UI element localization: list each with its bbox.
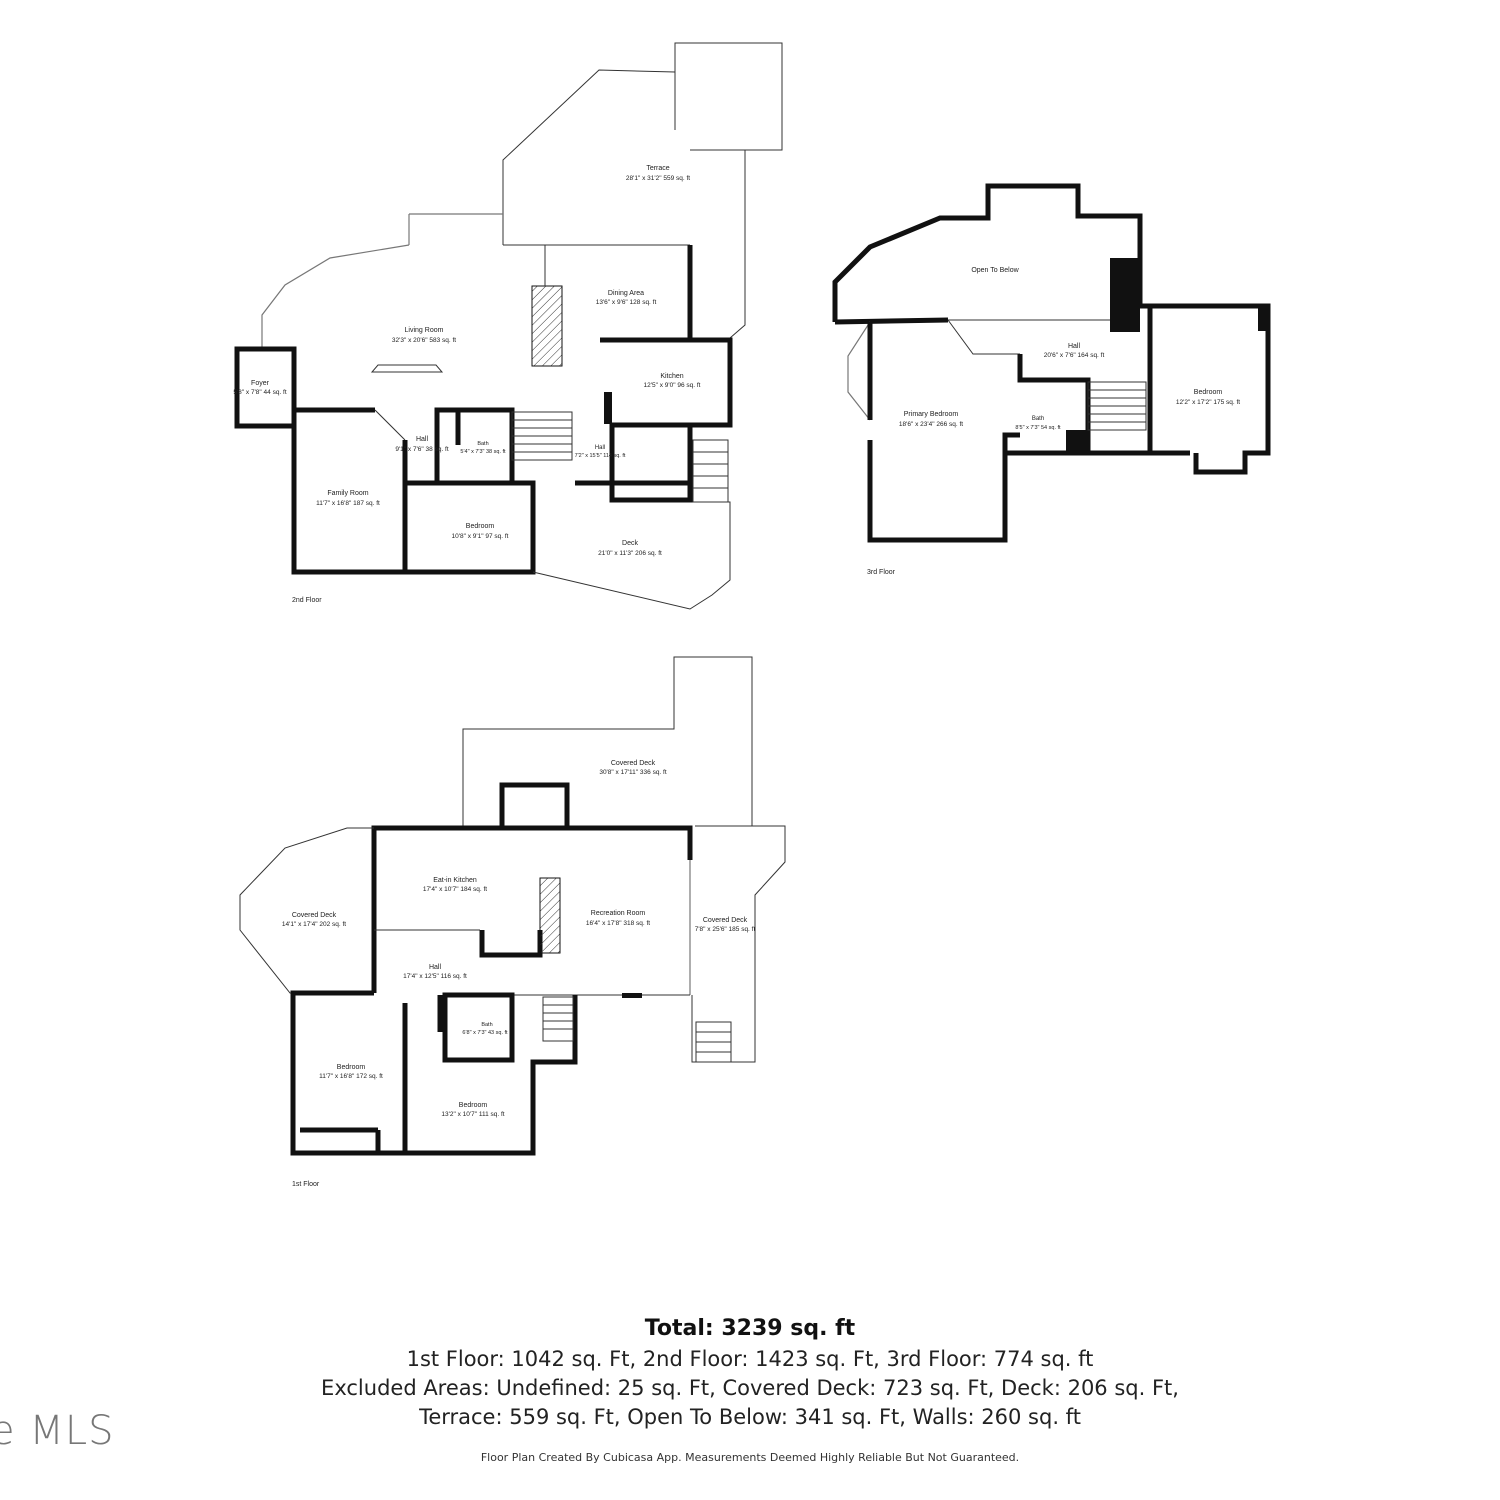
room-name-hall-2: Hall (595, 445, 605, 451)
room-name-covered-deck-right: Covered Deck (703, 917, 748, 924)
excluded-areas-continued: Terrace: 559 sq. Ft, Open To Below: 341 … (419, 1405, 1081, 1429)
room-name-living: Living Room (405, 327, 444, 334)
room-dims-eat-in-kitchen: 17'4" x 10'7" 184 sq. ft (423, 886, 487, 893)
room-name-bedroom-1st-a: Bedroom (337, 1064, 366, 1071)
mls-watermark: e MLS (0, 1408, 115, 1454)
room-name-hall-1st: Hall (429, 964, 442, 971)
room-name-bath: Bath (477, 441, 488, 447)
chimney (1110, 258, 1140, 332)
stairs-3rd (1087, 381, 1147, 431)
room-dims-deck: 21'0" x 11'3" 206 sq. ft (598, 550, 662, 557)
room-name-open-to-below: Open To Below (971, 267, 1019, 274)
room-dims-kitchen: 12'5" x 9'0" 96 sq. ft (644, 382, 701, 389)
room-dims-bedroom-3rd: 12'2" x 17'2" 175 sq. ft (1176, 399, 1240, 406)
room-dims-bath-1st: 6'8" x 7'3" 43 sq. ft (462, 1030, 508, 1036)
covered-deck-right-outline (691, 825, 786, 1063)
excluded-areas: Excluded Areas: Undefined: 25 sq. Ft, Co… (321, 1376, 1179, 1400)
room-dims-living: 32'3" x 20'6" 583 sq. ft (392, 337, 456, 344)
floor-label-1st: 1st Floor (292, 1181, 320, 1188)
room-name-primary-bedroom: Primary Bedroom (904, 411, 959, 418)
room-name-dining: Dining Area (608, 290, 644, 297)
room-name-covered-deck-top: Covered Deck (611, 760, 656, 767)
room-name-covered-deck-left: Covered Deck (292, 912, 337, 919)
room-name-eat-in-kitchen: Eat-in Kitchen (433, 877, 477, 884)
room-name-hall: Hall (416, 436, 429, 443)
second-floor-plan: 2nd Floor Terrace 28'1" x 31'2" 559 sq. … (233, 42, 783, 610)
room-dims-bath-3rd: 8'5" x 7'3" 54 sq. ft (1015, 425, 1061, 431)
room-name-deck: Deck (622, 540, 638, 547)
terrace-outline (674, 42, 783, 151)
bedroom-2nd-walls (405, 480, 536, 575)
floor-plan-drawing: 2nd Floor Terrace 28'1" x 31'2" 559 sq. … (233, 42, 1271, 1188)
room-dims-hall-1st: 17'4" x 12'5" 116 sq. ft (403, 973, 467, 980)
room-dims-covered-deck-right: 7'8" x 25'6" 185 sq. ft (695, 926, 756, 933)
room-name-family: Family Room (327, 490, 368, 497)
room-name-bath-3rd: Bath (1032, 416, 1044, 422)
room-dims-hall: 9'1" x 7'6" 38 sq. ft (395, 446, 449, 453)
total-area: Total: 3239 sq. ft (644, 1316, 856, 1341)
foyer-walls (234, 346, 297, 429)
room-name-kitchen: Kitchen (660, 373, 683, 380)
room-dims-hall-3rd: 20'6" x 7'6" 164 sq. ft (1044, 352, 1105, 359)
room-name-bath-1st: Bath (481, 1022, 492, 1028)
fireplace-1st (539, 877, 561, 954)
stairs-1st (542, 996, 574, 1042)
fireplace (531, 285, 563, 367)
room-dims-dining: 13'6" x 9'6" 128 sq. ft (596, 299, 657, 306)
room-name-bedroom-3rd: Bedroom (1194, 389, 1223, 396)
room-dims-primary-bedroom: 18'6" x 23'4" 266 sq. ft (899, 421, 963, 428)
open-to-below-outline (832, 183, 1143, 322)
living-room-bay-window (261, 244, 410, 348)
stairs-exterior-2nd (692, 439, 729, 503)
room-name-bedroom: Bedroom (466, 523, 495, 530)
third-floor-plan: 3rd Floor Open To Below Hall 20'6" x 7'6… (832, 183, 1271, 576)
room-name-bedroom-1st-b: Bedroom (459, 1102, 488, 1109)
covered-deck-left-outline (239, 827, 374, 994)
first-floor-plan: 1st Floor Covered Deck 30'8" x 17'11" 33… (239, 656, 786, 1188)
room-dims-family: 11'7" x 16'8" 187 sq. ft (316, 500, 380, 507)
room-dims-foyer: 5'8" x 7'8" 44 sq. ft (233, 389, 287, 396)
room-dims-bedroom-1st-a: 11'7" x 16'8" 172 sq. ft (319, 1073, 383, 1080)
room-dims-bath: 5'4" x 7'3" 38 sq. ft (460, 449, 506, 455)
disclaimer: Floor Plan Created By Cubicasa App. Meas… (480, 1451, 1020, 1464)
stairs-2nd (511, 411, 573, 461)
area-summary: Total: 3239 sq. ft 1st Floor: 1042 sq. F… (0, 1316, 1500, 1432)
room-dims-covered-deck-top: 30'8" x 17'11" 336 sq. ft (599, 769, 667, 776)
room-name-recreation: Recreation Room (591, 910, 646, 917)
floor-areas: 1st Floor: 1042 sq. Ft, 2nd Floor: 1423 … (406, 1347, 1094, 1371)
floor-label-2nd: 2nd Floor (292, 597, 322, 604)
room-name-hall-3rd: Hall (1068, 343, 1081, 350)
floor-label-3rd: 3rd Floor (867, 569, 896, 576)
room-dims-bedroom-1st-b: 13'2" x 10'7" 111 sq. ft (441, 1111, 504, 1118)
room-dims-recreation: 16'4" x 17'8" 318 sq. ft (586, 920, 650, 927)
room-dims-bedroom: 10'8" x 9'1" 97 sq. ft (452, 533, 509, 540)
room-dims-hall-2: 7'2" x 15'5" 114 sq. ft (575, 453, 626, 459)
stairs-exterior-1st (695, 1021, 732, 1063)
room-dims-covered-deck-left: 14'1" x 17'4" 202 sq. ft (282, 921, 346, 928)
deck-outline (532, 501, 731, 610)
room-name-terrace: Terrace (646, 165, 669, 172)
room-dims-terrace: 28'1" x 31'2" 559 sq. ft (626, 175, 690, 182)
room-name-foyer: Foyer (251, 380, 270, 387)
covered-deck-top-outline (462, 656, 753, 826)
